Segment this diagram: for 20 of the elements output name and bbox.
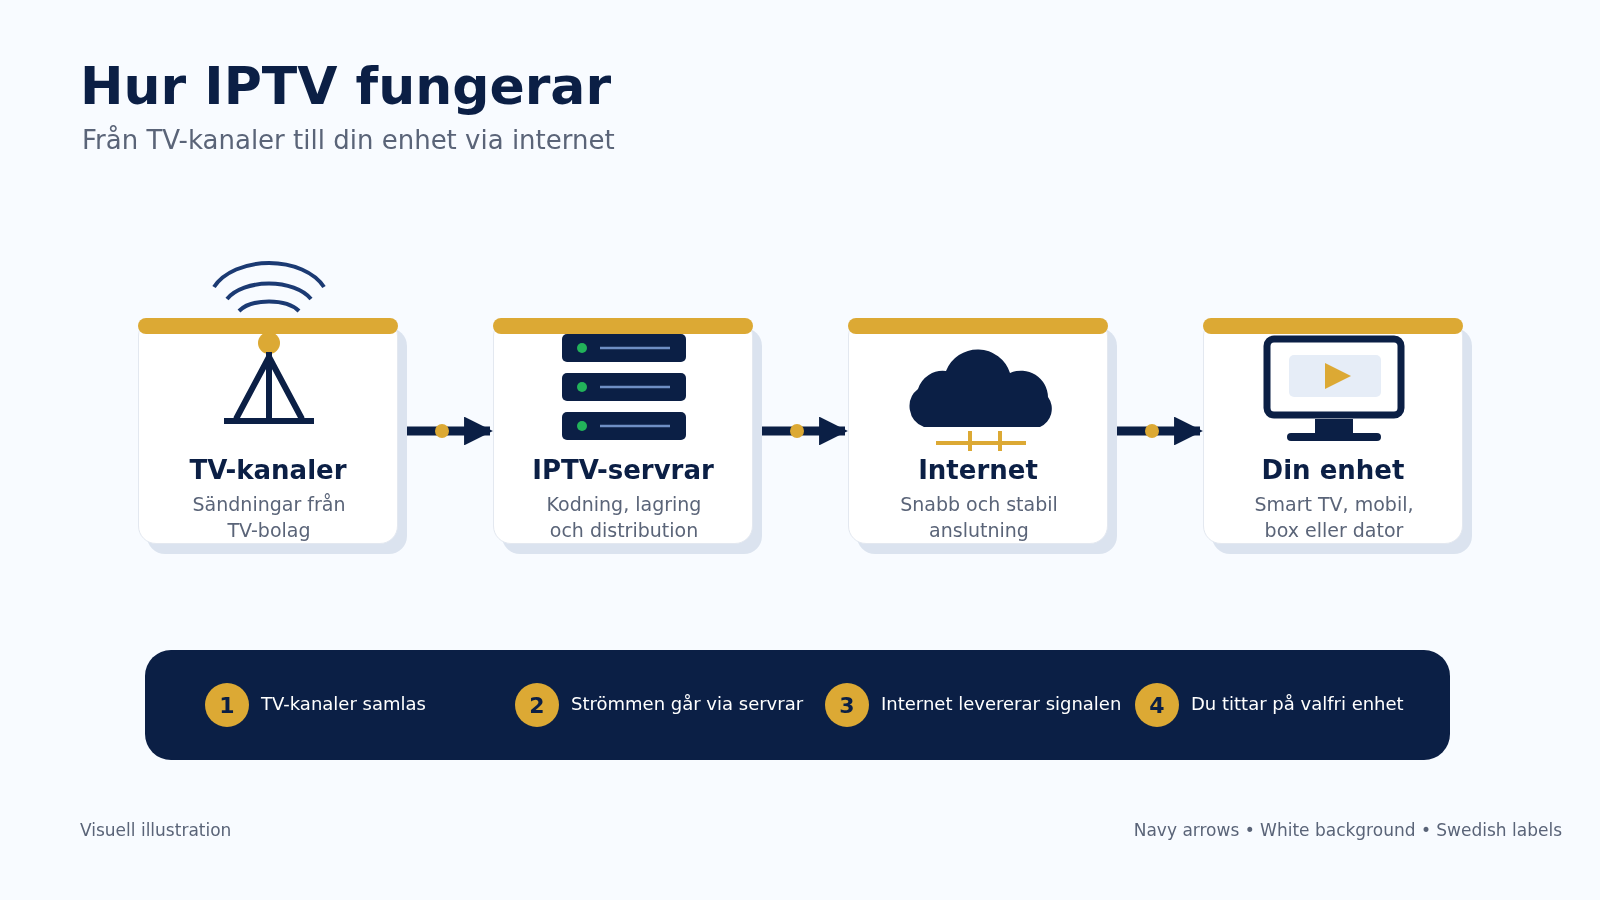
footer-note: Visuell illustration — [80, 820, 232, 840]
card-description: Kodning, lagring och distribution — [545, 492, 703, 543]
step-text: TV-kanaler samlas — [261, 693, 426, 714]
card-title: Din enhet — [1260, 455, 1406, 485]
card-title: IPTV-servrar — [531, 455, 715, 485]
step-text: Internet levererar signalen — [881, 693, 1122, 714]
card-description: Smart TV, mobil, box eller dator — [1253, 492, 1415, 543]
card-title: Internet — [917, 455, 1039, 485]
card-title: TV-kanaler — [188, 455, 348, 485]
card-description: Sändningar från TV-bolag — [191, 492, 347, 543]
step-number: 4 — [1135, 683, 1179, 727]
step-number: 3 — [825, 683, 869, 727]
step-text: Strömmen går via servrar — [571, 693, 804, 714]
card-description: Snabb och stabil anslutning — [899, 492, 1059, 543]
title: Hur IPTV fungerar — [80, 56, 612, 116]
step-number: 1 — [205, 683, 249, 727]
step-number: 2 — [515, 683, 559, 727]
footer-note: Navy arrows • White background • Swedish labels — [1133, 820, 1562, 840]
step-text: Du tittar på valfri enhet — [1191, 693, 1404, 714]
subtitle: Från TV-kanaler till din enhet via internet — [82, 125, 615, 155]
